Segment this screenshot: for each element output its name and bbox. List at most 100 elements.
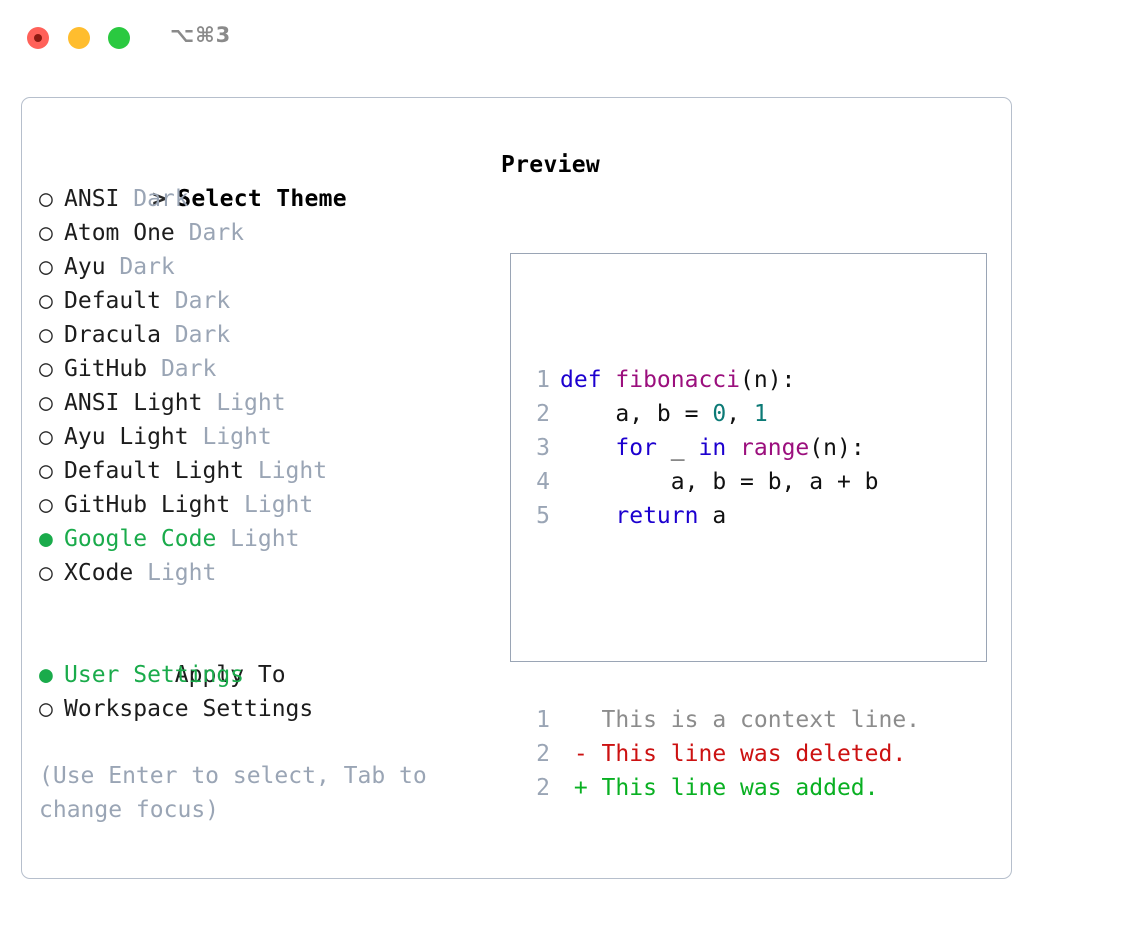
code-line: 4 a, b = b, a + b	[522, 465, 920, 499]
code-line: 5 return a	[522, 499, 920, 533]
code-token: a, b = b, a + b	[560, 469, 879, 495]
code-token: return	[615, 503, 699, 529]
code-line: 3 for _ in range(n):	[522, 431, 920, 465]
theme-option-variant: Dark	[147, 356, 217, 382]
radio-unselected-icon: ○	[39, 424, 53, 450]
radio-unselected-icon: ○	[39, 288, 53, 314]
apply-to-heading: Apply To	[39, 624, 489, 688]
theme-option-label: Default	[64, 288, 161, 314]
code-token: in	[698, 435, 727, 461]
theme-option-label: GitHub	[64, 356, 148, 382]
theme-option-variant: Dark	[174, 220, 245, 246]
close-button[interactable]	[27, 27, 49, 49]
line-number: 4	[536, 469, 550, 495]
apply-to-option-label: Workspace Settings	[64, 696, 314, 722]
theme-option-variant: Light	[133, 560, 217, 586]
radio-selected-icon: ●	[39, 662, 53, 688]
code-token: def	[560, 367, 616, 393]
radio-unselected-icon: ○	[39, 560, 53, 586]
apply-to-option-label: User Settings	[64, 662, 245, 688]
theme-option-ansi-light[interactable]: ○ANSI Light Light	[39, 386, 489, 420]
theme-option-label: Ayu	[64, 254, 106, 280]
radio-unselected-icon: ○	[39, 390, 53, 416]
theme-option-label: Dracula	[64, 322, 161, 348]
preview-title: Preview	[501, 152, 601, 178]
theme-option-atom-one[interactable]: ○ Atom One Dark	[39, 216, 489, 250]
maximize-button[interactable]	[108, 27, 130, 49]
code-token: (n):	[740, 367, 796, 393]
line-number: 1	[536, 367, 550, 393]
title-bar: ⌥⌘3	[0, 0, 1140, 78]
theme-option-variant: Dark	[105, 254, 175, 280]
theme-picker-panel: >Select Theme ○ANSI Dark○Atom One Dark○A…	[21, 97, 1012, 879]
code-token	[560, 503, 615, 529]
radio-unselected-icon: ○	[39, 696, 53, 722]
line-number: 2	[536, 741, 550, 767]
theme-option-list: ○ANSI Dark○Atom One Dark○Ayu Dark○Defaul…	[39, 182, 489, 590]
theme-option-xcode[interactable]: ○ XCode Light	[39, 556, 489, 590]
apply-to-option-user-settings[interactable]: ● User Settings	[39, 658, 489, 692]
prompt-caret-icon: >	[152, 186, 167, 212]
radio-unselected-icon: ○	[39, 254, 53, 280]
theme-list-column: >Select Theme ○ANSI Dark○Atom One Dark○A…	[39, 148, 489, 726]
radio-unselected-icon: ○	[39, 458, 53, 484]
diff-line-text: + This line was added.	[560, 775, 879, 801]
theme-option-dracula[interactable]: ○Dracula Dark	[39, 318, 489, 352]
theme-option-variant: Light	[244, 458, 328, 484]
theme-option-variant: Light	[202, 390, 286, 416]
minimize-button[interactable]	[68, 27, 90, 49]
select-theme-heading-label: Select Theme	[177, 186, 347, 212]
code-line-text: a, b = 0, 1	[560, 401, 768, 427]
code-line-text: def fibonacci(n):	[560, 367, 795, 393]
theme-option-ayu-light[interactable]: ○Ayu Light Light	[39, 420, 489, 454]
radio-unselected-icon: ○	[39, 220, 53, 246]
theme-option-github-light[interactable]: ○GitHub Light Light	[39, 488, 489, 522]
theme-option-google-code[interactable]: ●Google Code Light	[39, 522, 489, 556]
code-line-text: return a	[560, 503, 726, 529]
theme-option-variant: Light	[216, 526, 300, 552]
theme-option-default[interactable]: ○ Default Dark	[39, 284, 489, 318]
diff-line: 2 + This line was added.	[522, 771, 920, 805]
keyboard-hint: (Use Enter to select, Tab to change focu…	[39, 763, 441, 823]
code-line-text: a, b = b, a + b	[560, 469, 879, 495]
code-line-text: for _ in range(n):	[560, 435, 865, 461]
code-line: 1 def fibonacci(n):	[522, 363, 920, 397]
theme-option-variant: Dark	[160, 322, 231, 348]
diff-line: 1 This is a context line.	[522, 703, 920, 737]
theme-option-default-light[interactable]: ○Default Light Light	[39, 454, 489, 488]
line-number: 2	[536, 401, 550, 427]
code-token: (n):	[809, 435, 865, 461]
theme-option-variant: Dark	[119, 186, 189, 212]
line-number: 2	[536, 775, 550, 801]
line-number: 1	[536, 707, 550, 733]
code-token: a, b =	[560, 401, 713, 427]
line-number: 3	[536, 435, 550, 461]
theme-option-label: ANSI	[64, 186, 120, 212]
theme-option-label: XCode	[64, 560, 134, 586]
theme-option-label: GitHub Light	[64, 492, 231, 518]
code-token: range	[740, 435, 810, 461]
code-token: a	[698, 503, 727, 529]
list-spacer	[39, 590, 489, 624]
diff-sample: 1 This is a context line.2 - This line w…	[522, 703, 920, 805]
code-token	[560, 435, 615, 461]
radio-unselected-icon: ○	[39, 356, 53, 382]
theme-option-variant: Dark	[160, 288, 231, 314]
select-theme-heading: > Select Theme	[39, 148, 489, 212]
theme-option-ayu[interactable]: ○ Ayu Dark	[39, 250, 489, 284]
theme-option-label: Atom One	[64, 220, 175, 246]
code-token: fibonacci	[615, 367, 741, 393]
theme-option-ansi[interactable]: ○ANSI Dark	[39, 182, 489, 216]
apply-to-heading-label: Apply To	[174, 662, 286, 688]
apply-to-option-workspace-settings[interactable]: ○ Workspace Settings	[39, 692, 489, 726]
code-token: 1	[753, 401, 768, 427]
code-token: 0	[712, 401, 727, 427]
apply-to-option-list: ● User Settings ○ Workspace Settings	[39, 658, 489, 726]
theme-option-github[interactable]: ○ GitHub Dark	[39, 352, 489, 386]
code-token: _	[656, 435, 699, 461]
